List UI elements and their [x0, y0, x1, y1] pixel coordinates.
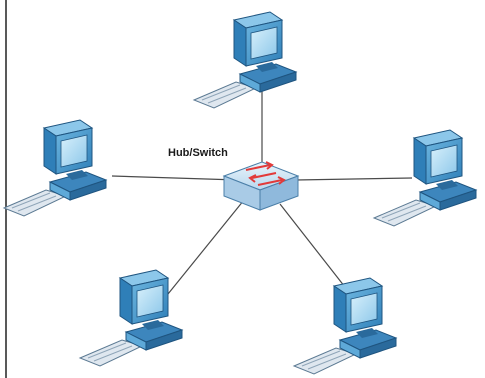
- switch-arrows-icon: [245, 161, 286, 186]
- hub-switch: [222, 161, 300, 211]
- computer-bottom-left: [79, 269, 183, 367]
- computer-top: [193, 11, 297, 109]
- computer-left: [3, 119, 107, 217]
- cable-bottom-right: [279, 203, 353, 297]
- cable-right: [295, 177, 413, 181]
- cable-left: [111, 175, 239, 181]
- cable-bottom-left: [167, 199, 245, 295]
- computer-bottom-right: [293, 277, 397, 375]
- hub-switch-label: Hub/Switch: [168, 147, 228, 159]
